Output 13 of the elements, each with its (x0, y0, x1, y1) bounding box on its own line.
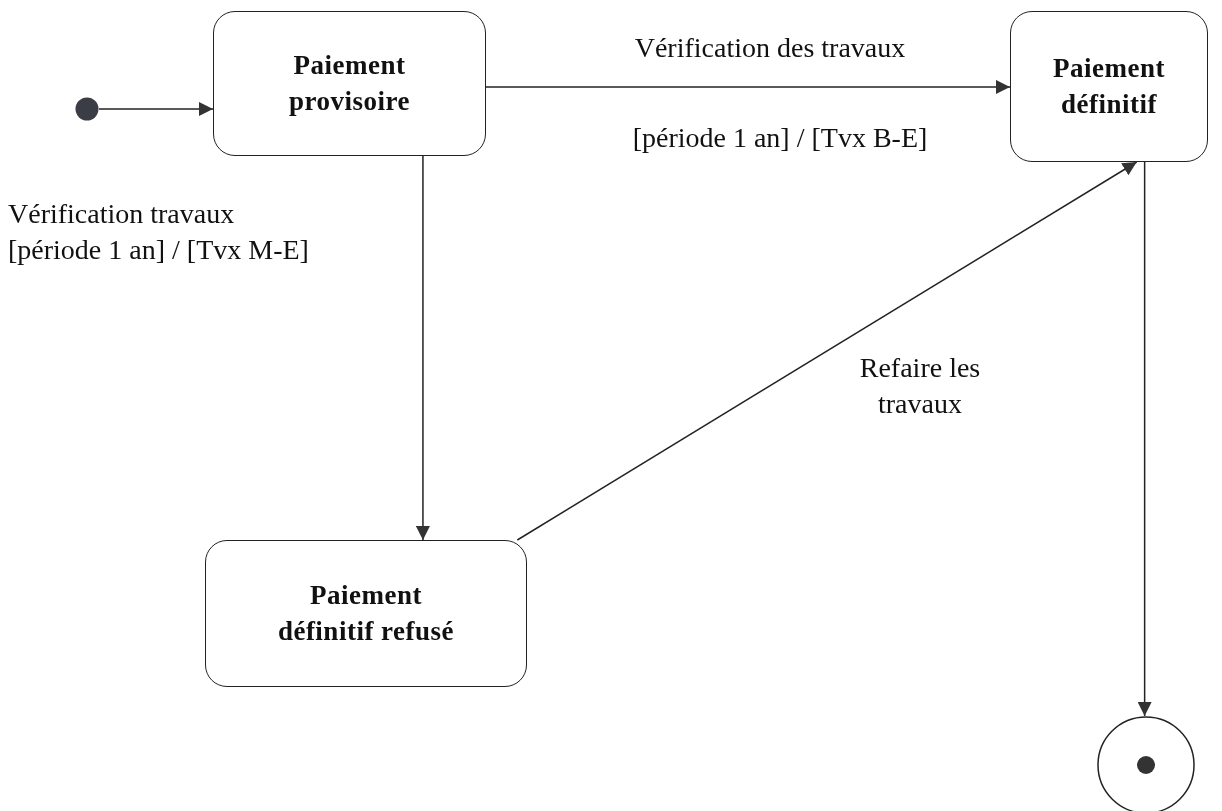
transition-arrow (415, 155, 430, 541)
state-box (205, 540, 527, 687)
guard-label: [période 1 an] / [Tvx B-E] (631, 121, 929, 155)
transition-arrow (485, 80, 1011, 94)
state-name: Paiement définitif refusé (276, 579, 456, 648)
transition-arrow (1137, 161, 1152, 717)
state-box (213, 11, 486, 156)
initial-state-dot (75, 97, 99, 121)
state-box (1010, 11, 1208, 162)
transition-arrow (516, 161, 1138, 541)
transition-arrow (98, 102, 214, 116)
state-name: Paiement définitif (1052, 52, 1166, 121)
state-name: Paiement provisoire (288, 49, 411, 118)
